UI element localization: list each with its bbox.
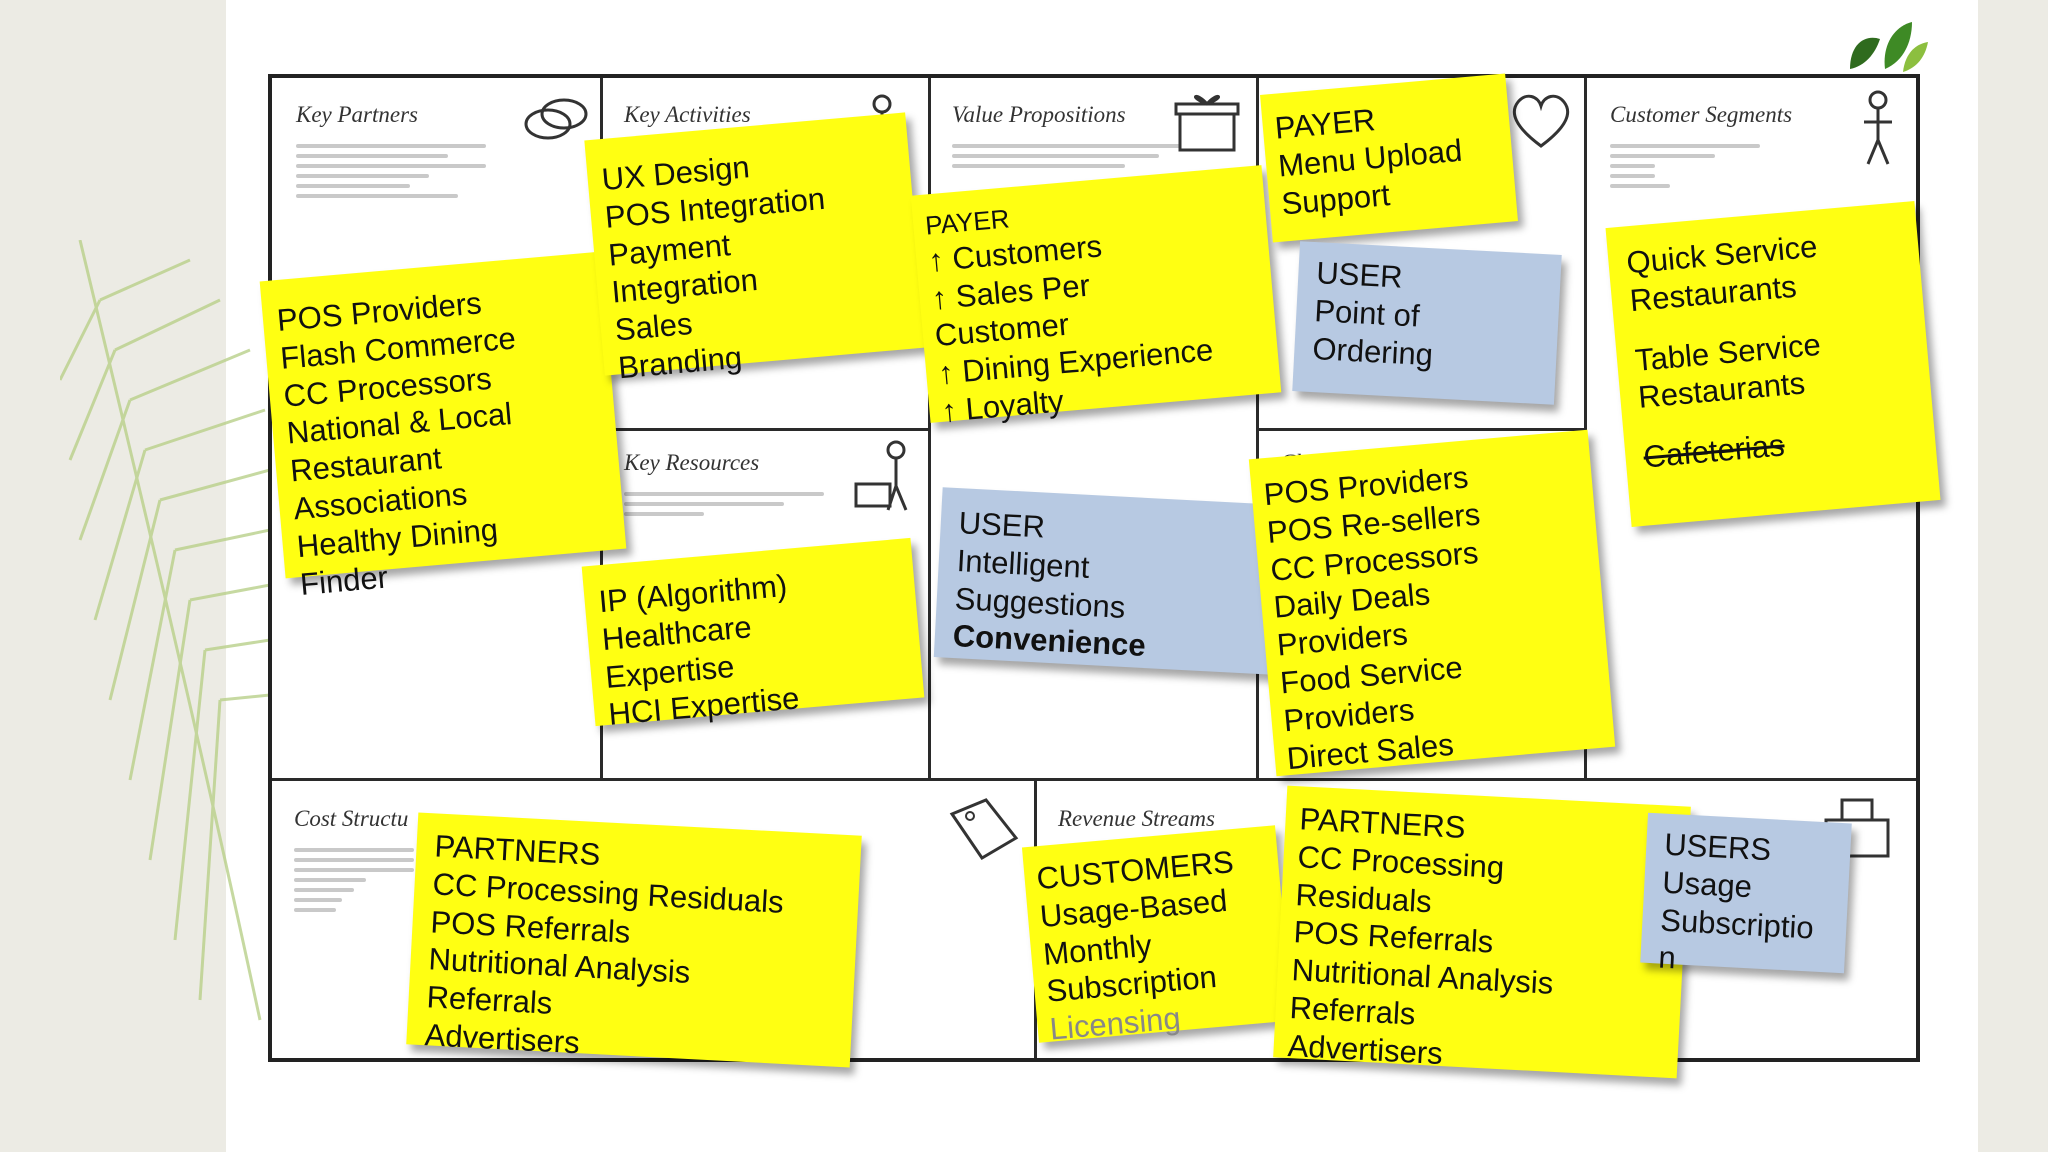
cell-guide-text	[296, 144, 486, 204]
canvas-row-divider	[272, 778, 1916, 781]
sticky-note-channels: POS Providers POS Re-sellers CC Processo…	[1248, 429, 1616, 777]
sticky-note-relationship-user: USER Point of Ordering	[1292, 241, 1562, 405]
worker-icon	[854, 440, 908, 511]
fern-leaf-icon	[60, 240, 270, 1021]
sticky-note-cost-structure: PARTNERS CC Processing Residuals POS Ref…	[406, 812, 862, 1068]
leaf-logo-icon	[1850, 22, 1928, 72]
canvas-cell-divider	[1256, 428, 1586, 431]
cell-title-key-partners: Key Partners	[296, 102, 419, 127]
cell-title-key-activities: Key Activities	[624, 102, 751, 127]
cell-guide-text	[294, 848, 414, 918]
sticky-note-revenue-partners: PARTNERS CC Processing Residuals POS Ref…	[1273, 785, 1691, 1079]
person-icon	[1864, 90, 1892, 165]
sticky-note-revenue-users: USERS Usage Subscriptio n	[1640, 812, 1852, 976]
cell-title-cost-structure: Cost Structu	[294, 806, 409, 831]
gift-box-icon	[1174, 95, 1240, 152]
cell-title-key-resources: Key Resources	[624, 450, 760, 475]
canvas-cell-divider	[600, 428, 930, 431]
cell-title-revenue-streams: Revenue Streams	[1058, 806, 1215, 831]
sticky-note-value-payer: PAYER ↑ Customers ↑ Sales Per Customer ↑…	[910, 165, 1282, 429]
sticky-note-revenue-customers: CUSTOMERS Usage-Based Monthly Subscripti…	[1021, 825, 1293, 1047]
sticky-note-relationship-payer: PAYER Menu Upload Support	[1260, 73, 1518, 243]
sticky-note-customer-segments: Quick Service Restaurants Table Service …	[1605, 201, 1941, 527]
price-tag-icon	[949, 798, 1019, 861]
cell-title-value-propositions: Value Propositions	[952, 102, 1126, 127]
cell-guide-text	[952, 144, 1182, 174]
chain-link-icon	[524, 98, 588, 140]
sticky-note-key-partners: POS Providers Flash Commerce CC Processo…	[259, 251, 627, 602]
heart-icon	[1512, 94, 1570, 148]
sticky-note-key-resources: IP (Algorithm) Healthcare Expertise HCI …	[581, 537, 925, 732]
sticky-note-value-user: USER Intelligent Suggestions Convenience	[933, 487, 1283, 675]
cell-guide-text	[624, 492, 824, 522]
cell-guide-text	[1610, 144, 1760, 194]
cell-title-customer-segments: Customer Segments	[1610, 102, 1793, 127]
sticky-note-key-activities: UX Design POS Integration Payment Integr…	[584, 112, 926, 385]
note-line: Cafeterias	[1642, 427, 1786, 475]
